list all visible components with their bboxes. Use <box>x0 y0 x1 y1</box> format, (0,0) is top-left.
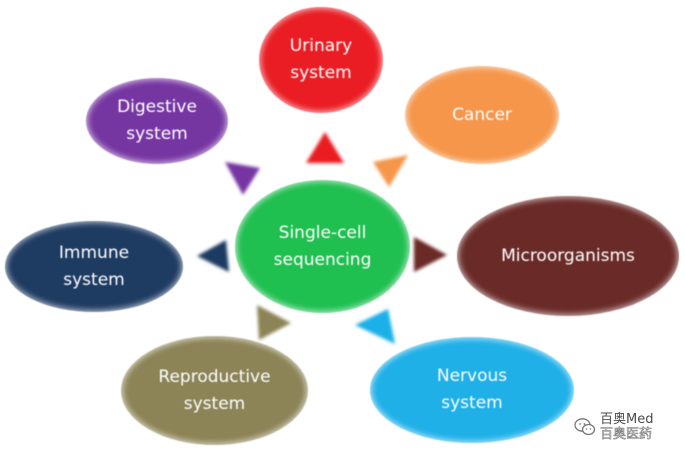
node-urinary-label: Urinary system <box>289 36 353 83</box>
node-nervous-label: Nervous system <box>436 366 508 413</box>
node-reproductive-system: Reproductive system <box>121 336 308 445</box>
node-cancer: Cancer <box>405 66 559 164</box>
watermark: 百奥Med 百奥医药 <box>574 412 653 442</box>
node-nervous-system: Nervous system <box>370 337 574 443</box>
wechat-icon <box>574 418 596 436</box>
arrow-digestive <box>225 162 260 195</box>
node-microorganisms-label: Microorganisms <box>501 245 635 266</box>
watermark-line2: 百奥医药 <box>600 427 653 443</box>
watermark-line1: 百奥Med <box>600 412 654 427</box>
node-immune-system: Immune system <box>5 221 183 312</box>
node-single-cell-sequencing: Single-cell sequencing <box>235 180 410 313</box>
watermark-text: 百奥Med 百奥医药 <box>600 412 654 443</box>
arrow-microorganisms <box>414 237 447 272</box>
center-label: Single-cell sequencing <box>273 222 372 270</box>
node-immune-label: Immune system <box>58 242 130 290</box>
node-digestive-label: Digestive system <box>117 97 197 144</box>
node-urinary-system: Urinary system <box>259 7 383 113</box>
node-reproductive-label: Reproductive system <box>158 366 271 414</box>
arrow-reproductive <box>257 305 291 340</box>
node-digestive-system: Digestive system <box>86 78 228 164</box>
node-microorganisms: Microorganisms <box>457 196 679 316</box>
arrow-urinary <box>306 132 344 163</box>
node-cancer-label: Cancer <box>452 104 512 125</box>
arrow-nervous <box>355 309 395 344</box>
arrow-immune <box>197 240 229 272</box>
arrow-cancer <box>373 155 408 187</box>
